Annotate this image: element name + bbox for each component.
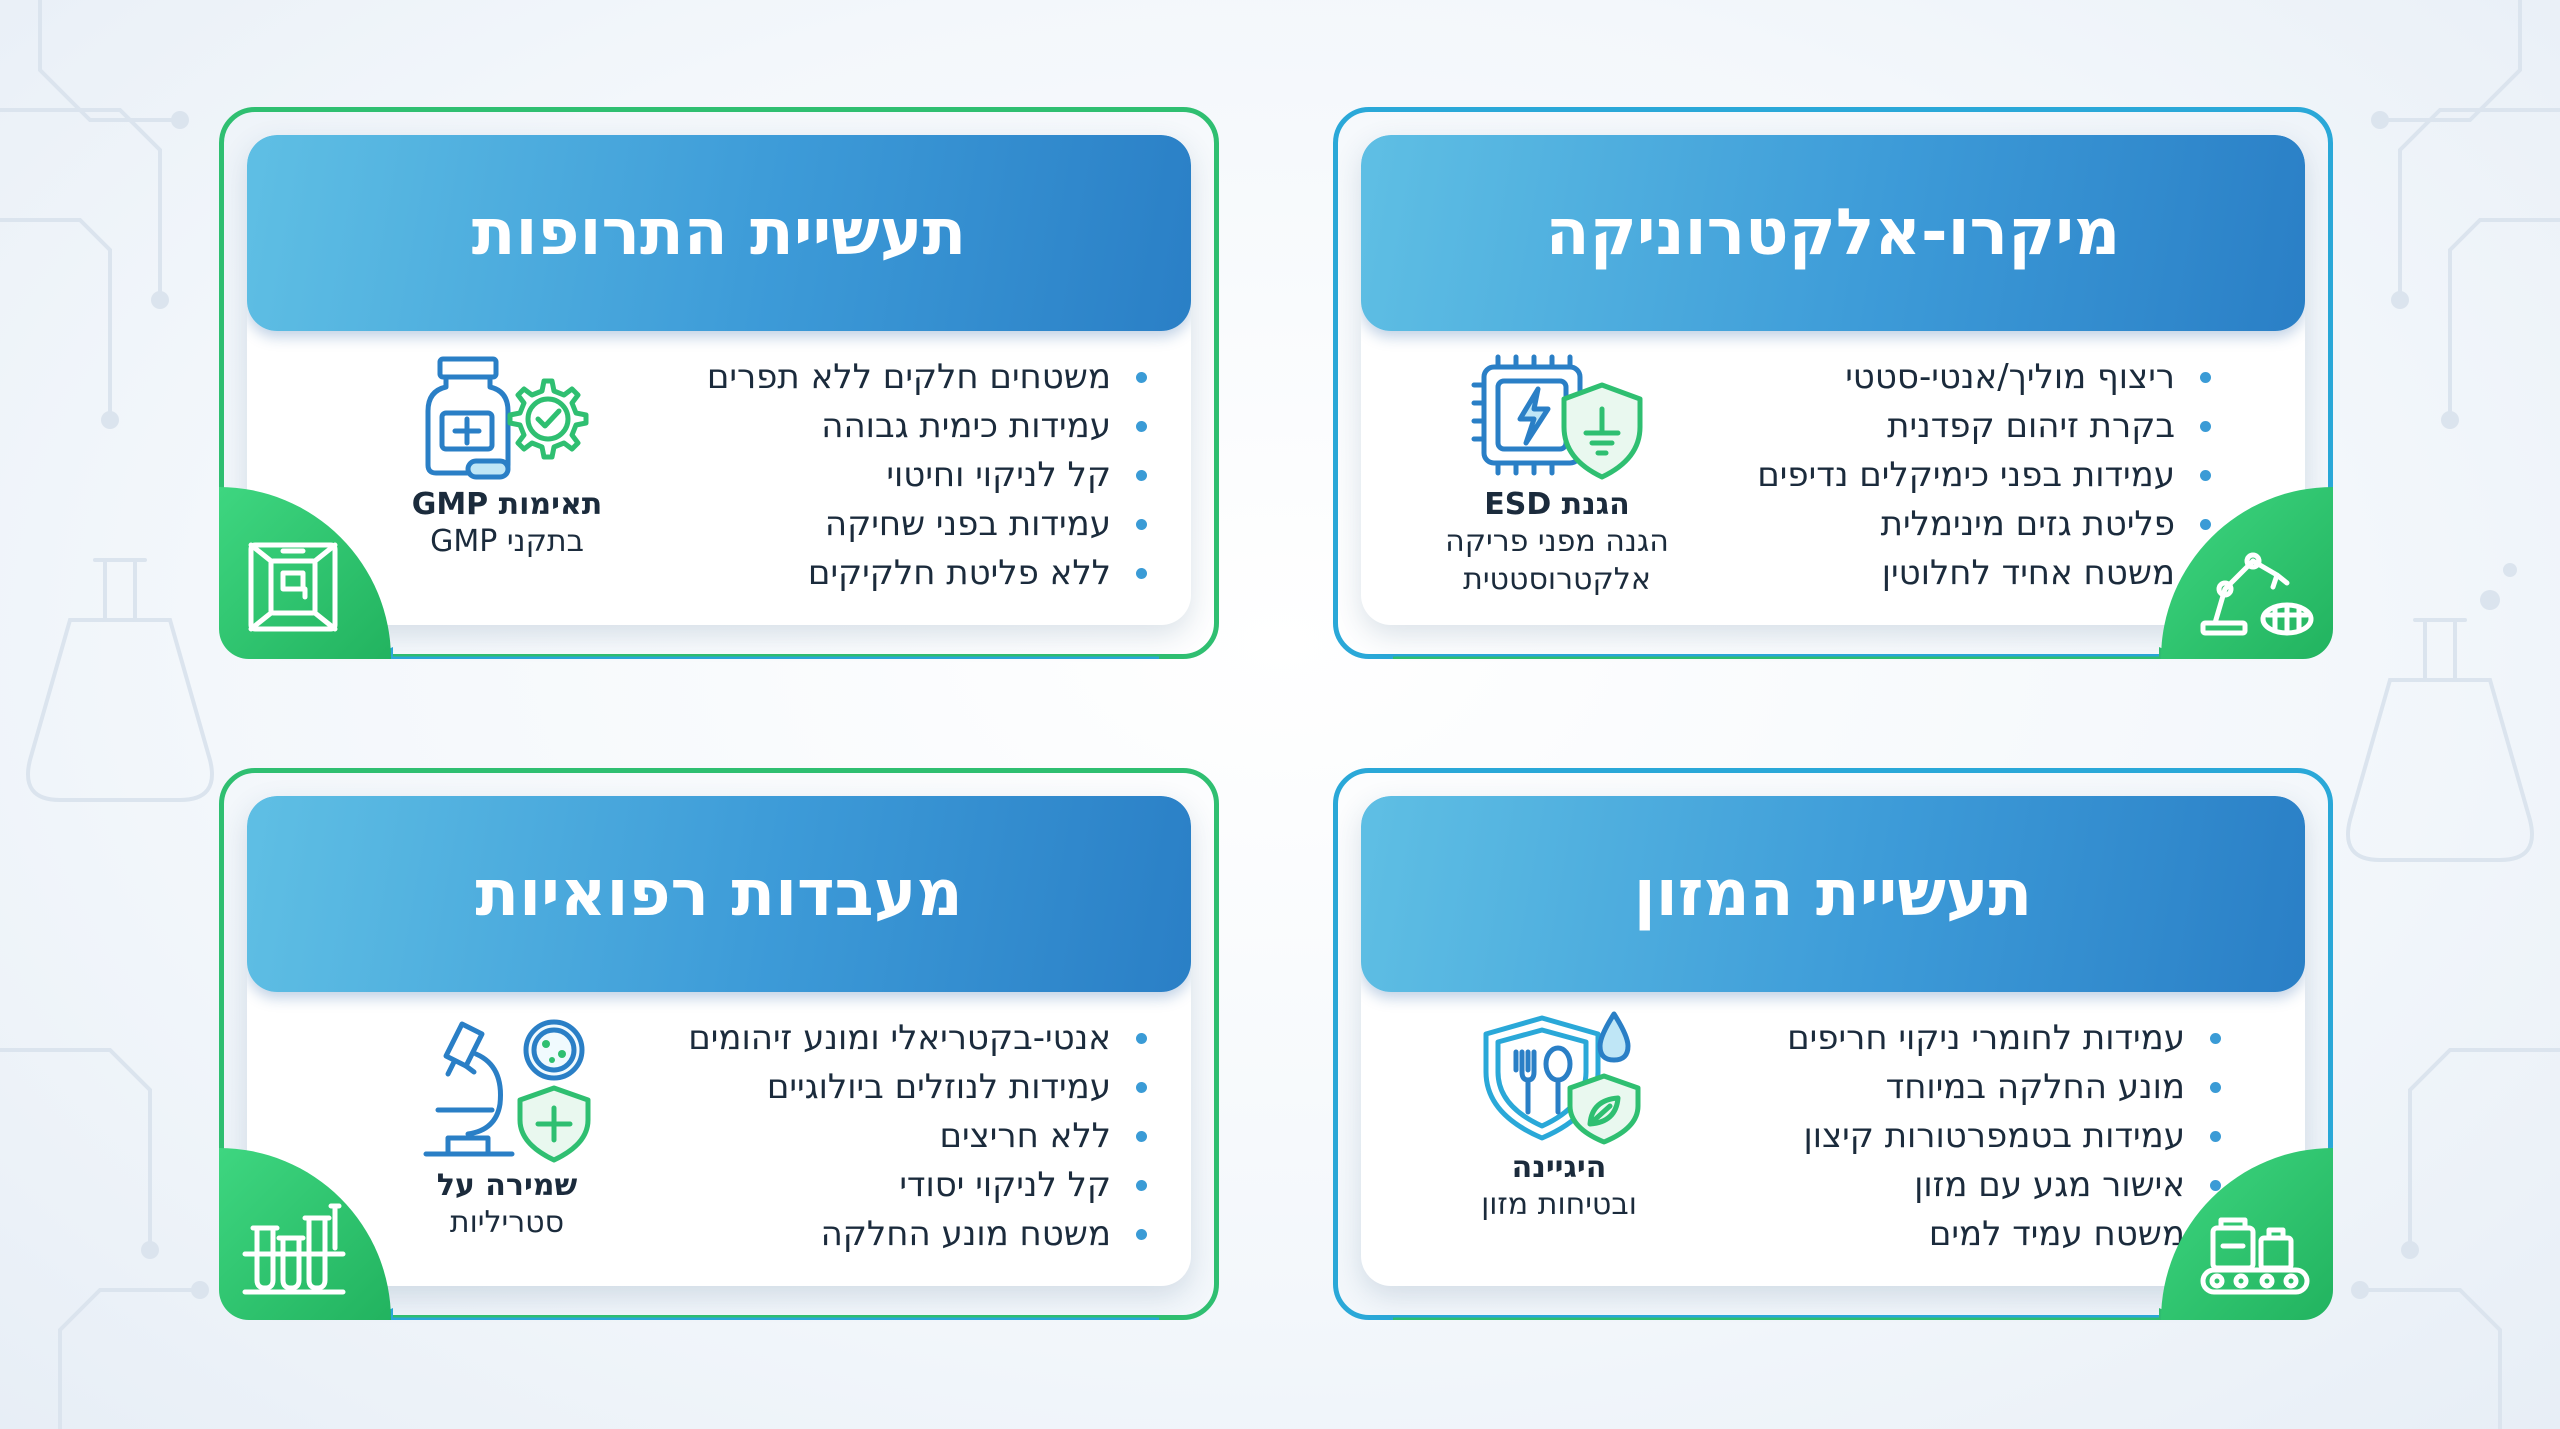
feature-block: הגנת ESD הגנה מפני פריקה אלקטרוסטטית <box>1427 345 1687 599</box>
panel-pharma: תעשיית התרופות משטחים חלקים ללא תפרים עמ… <box>219 107 1219 659</box>
list-item: אנטי-בקטריאלי ומונע זיהומים <box>631 1014 1151 1063</box>
list-item: משטח מונע החלקה <box>631 1210 1151 1259</box>
feature-title: תאימות GMP <box>411 487 603 522</box>
chip-lightning-shield-icon <box>1471 354 1643 480</box>
card: תעשיית התרופות משטחים חלקים ללא תפרים עמ… <box>247 135 1191 625</box>
bullet-list: משטחים חלקים ללא תפרים עמידות כימית גבוה… <box>631 353 1151 598</box>
panel-header: מיקרו-אלקטרוניקה <box>1361 135 2305 331</box>
feature-subtitle: ובטיחות מזון <box>1481 1187 1637 1222</box>
list-item: עמידות בפני כימיקלים נדיפים <box>1695 451 2215 500</box>
conveyor-icon <box>2200 1217 2310 1295</box>
panel-title: תעשיית התרופות <box>471 196 967 270</box>
list-item: אישור מגע עם מזון <box>1705 1161 2225 1210</box>
list-item: פליטת גזים מינימלית <box>1695 500 2215 549</box>
panel-header: מעבדות רפואיות <box>247 796 1191 992</box>
panel-medical: מעבדות רפואיות אנטי-בקטריאלי ומונע זיהומ… <box>219 768 1219 1320</box>
panel-title: תעשיית המזון <box>1633 857 2033 931</box>
feature-title: שמירה על <box>436 1168 578 1203</box>
panel-title: מיקרו-אלקטרוניקה <box>1545 196 2121 270</box>
robot-arm-icon <box>2200 552 2314 636</box>
list-item: ללא חריצים <box>631 1112 1151 1161</box>
feature-subtitle: סטריליות <box>449 1205 565 1240</box>
pill-bottle-gear-icon <box>425 356 589 480</box>
list-item: עמידות לחומרי ניקוי חריפים <box>1705 1014 2225 1063</box>
list-item: ריצוף מוליך/אנטי-סטטי <box>1695 353 2215 402</box>
list-item: קל לניקוי וחיטוי <box>631 451 1151 500</box>
card: מיקרו-אלקטרוניקה ריצוף מוליך/אנטי-סטטי ב… <box>1361 135 2305 625</box>
bullet-list: אנטי-בקטריאלי ומונע זיהומים עמידות לנוזל… <box>631 1014 1151 1259</box>
card: תעשיית המזון עמידות לחומרי ניקוי חריפים … <box>1361 796 2305 1286</box>
food-safety-shield-icon <box>1483 1011 1641 1145</box>
list-item: משטח אחיד לחלוטין <box>1695 549 2215 598</box>
list-item: מונע החלקה במיוחד <box>1705 1063 2225 1112</box>
bullet-list: ריצוף מוליך/אנטי-סטטי בקרת זיהום קפדנית … <box>1695 353 2215 598</box>
cleanroom-icon <box>248 542 338 632</box>
list-item: בקרת זיהום קפדנית <box>1695 402 2215 451</box>
list-item: משטח עמיד למים <box>1705 1210 2225 1259</box>
list-item: קל לניקוי יסודי <box>631 1161 1151 1210</box>
test-tubes-icon <box>242 1203 346 1295</box>
feature-block: שמירה על סטריליות <box>377 1014 637 1242</box>
list-item: ללא פליטת חלקיקים <box>631 549 1151 598</box>
feature-block: היגיינה ובטיחות מזון <box>1429 1006 1689 1224</box>
bullet-list: עמידות לחומרי ניקוי חריפים מונע החלקה במ… <box>1705 1014 2225 1259</box>
microscope-shield-icon <box>423 1019 591 1163</box>
list-item: עמידות בפני שחיקה <box>631 500 1151 549</box>
panel-header: תעשיית התרופות <box>247 135 1191 331</box>
card: מעבדות רפואיות אנטי-בקטריאלי ומונע זיהומ… <box>247 796 1191 1286</box>
panel-food: תעשיית המזון עמידות לחומרי ניקוי חריפים … <box>1333 768 2333 1320</box>
panel-title: מעבדות רפואיות <box>475 857 963 931</box>
feature-title: היגיינה <box>1511 1150 1607 1185</box>
feature-title: הגנת ESD <box>1484 487 1630 522</box>
list-item: משטחים חלקים ללא תפרים <box>631 353 1151 402</box>
list-item: עמידות כימית גבוהה <box>631 402 1151 451</box>
feature-block: תאימות GMP בתקני GMP <box>377 353 637 561</box>
panel-microelectronics: מיקרו-אלקטרוניקה ריצוף מוליך/אנטי-סטטי ב… <box>1333 107 2333 659</box>
panel-header: תעשיית המזון <box>1361 796 2305 992</box>
list-item: עמידות לנוזלים ביולוגיים <box>631 1063 1151 1112</box>
feature-subtitle: הגנה מפני פריקה אלקטרוסטטית <box>1445 524 1669 597</box>
corner-badge <box>2161 1148 2333 1320</box>
list-item: עמידות בטמפרטורות קיצון <box>1705 1112 2225 1161</box>
feature-subtitle: בתקני GMP <box>430 524 584 559</box>
